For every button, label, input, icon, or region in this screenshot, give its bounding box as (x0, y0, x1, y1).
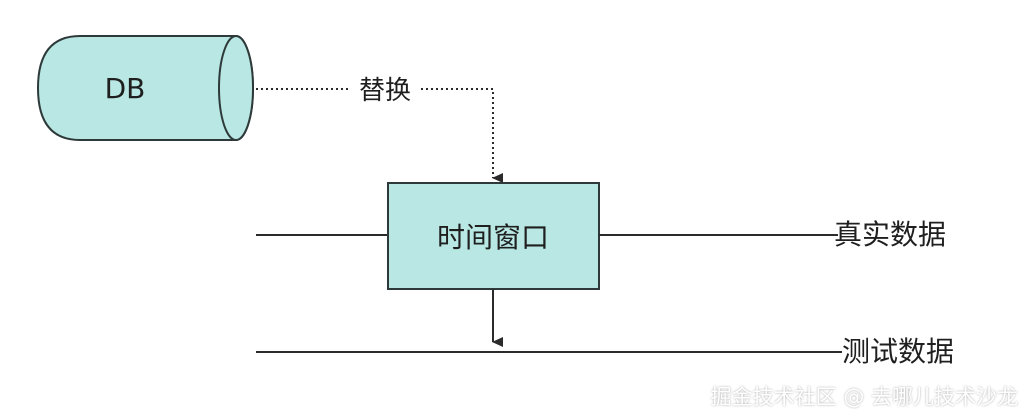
time-window-box (387, 182, 600, 290)
db-label: DB (105, 72, 146, 105)
watermark: 掘金技术社区 @ 去哪儿技术沙龙 (710, 385, 1018, 409)
test-data-label: 测试数据 (842, 335, 954, 368)
replace-label-bg (350, 70, 420, 106)
replace-connector (256, 88, 503, 183)
db-node: DB (36, 35, 254, 141)
db-cylinder-end (218, 35, 254, 141)
time-window-node: 时间窗口 (387, 182, 600, 290)
real-data-label: 真实数据 (834, 218, 946, 251)
time-window-label: 时间窗口 (437, 221, 549, 254)
replace-label: 替换 (359, 76, 411, 106)
